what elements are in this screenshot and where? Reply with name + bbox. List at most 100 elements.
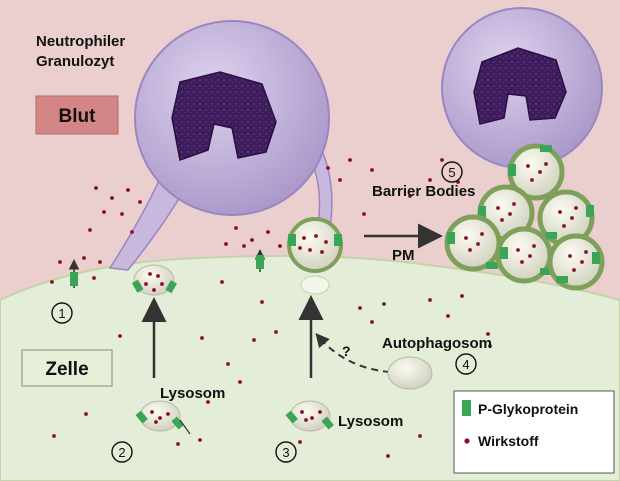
lysosome-left-label: Lysosom — [160, 385, 225, 402]
autophagosome-label: Autophagosom — [382, 335, 492, 352]
granulocyte-right — [441, 7, 603, 169]
drug-molecule — [50, 280, 54, 284]
drug-molecule — [516, 248, 520, 252]
granulocyte-label-line1: Neutrophiler — [36, 33, 125, 50]
drug-molecule — [428, 178, 432, 182]
drug-molecule — [584, 250, 588, 254]
lysosome-right-label: Lysosom — [338, 413, 403, 430]
drug-molecule — [118, 334, 122, 338]
drug-molecule — [130, 230, 134, 234]
svg-text:3: 3 — [282, 445, 289, 460]
drug-molecule — [572, 268, 576, 272]
drug-molecule — [260, 300, 264, 304]
drug-molecule — [304, 418, 308, 422]
drug-molecule — [488, 344, 492, 348]
drug-molecule — [310, 416, 314, 420]
cell-label: Zelle — [45, 359, 88, 380]
drug-molecule — [408, 194, 412, 198]
vesicle-exocytosis — [287, 217, 343, 295]
lysosome-left — [135, 400, 191, 435]
barrier-bodies-cluster — [444, 143, 605, 291]
drug-molecule — [338, 178, 342, 182]
svg-text:5: 5 — [448, 165, 455, 180]
drug-molecule — [538, 170, 542, 174]
drug-molecule — [52, 434, 56, 438]
drug-molecule — [152, 288, 156, 292]
autophagosome — [387, 356, 433, 390]
drug-molecule — [486, 332, 490, 336]
drug-molecule — [464, 236, 468, 240]
drug-molecule — [574, 206, 578, 210]
step-5: 5 — [441, 161, 463, 183]
lysosome-fusing — [131, 264, 177, 296]
cell-label-box — [21, 349, 113, 387]
drug-molecule — [110, 196, 114, 200]
drug-molecule — [476, 242, 480, 246]
drug-molecule — [98, 260, 102, 264]
svg-text:1: 1 — [58, 306, 65, 321]
drug-molecule — [512, 202, 516, 206]
drug-molecule — [88, 228, 92, 232]
drug-molecule — [300, 410, 304, 414]
drug-molecule — [358, 306, 362, 310]
drug-molecule — [126, 188, 130, 192]
lysosome-right — [285, 400, 334, 432]
drug-molecule — [302, 236, 306, 240]
drug-molecule — [102, 210, 106, 214]
legend-p-glycoprotein-label: P-Glykoprotein — [478, 401, 578, 417]
nucleus-right — [473, 47, 567, 125]
drug-molecule — [298, 246, 302, 250]
drug-molecule — [266, 230, 270, 234]
drug-molecule — [150, 410, 154, 414]
drug-molecule — [418, 434, 422, 438]
drug-molecule — [166, 412, 170, 416]
drug-molecule — [370, 320, 374, 324]
question-mark: ? — [342, 343, 351, 359]
legend-drug-label: Wirkstoff — [478, 433, 539, 449]
drug-molecule — [200, 336, 204, 340]
drug-molecule — [532, 244, 536, 248]
drug-molecule — [324, 240, 328, 244]
drug-molecule — [82, 256, 86, 260]
drug-molecule — [348, 158, 352, 162]
drug-molecule — [314, 234, 318, 238]
drug-molecule — [386, 454, 390, 458]
granulocyte-label-line2: Granulozyt — [36, 53, 114, 70]
drug-molecule — [92, 276, 96, 280]
drug-molecule — [206, 400, 210, 404]
drug-molecule — [234, 226, 238, 230]
drug-molecule — [120, 212, 124, 216]
drug-molecule — [318, 410, 322, 414]
svg-text:4: 4 — [462, 357, 469, 372]
drug-molecule — [238, 380, 242, 384]
drug-molecule — [428, 298, 432, 302]
drug-molecule — [242, 244, 246, 248]
legend-drug-symbol — [464, 438, 470, 444]
step-1: 1 — [51, 302, 73, 324]
drug-molecule — [468, 248, 472, 252]
drug-molecule — [570, 216, 574, 220]
blood-label-box — [35, 95, 119, 135]
drug-molecule — [94, 186, 98, 190]
drug-molecule — [446, 314, 450, 318]
drug-molecule — [148, 272, 152, 276]
p-glycoprotein-membrane — [70, 272, 78, 286]
drug-molecule — [278, 244, 282, 248]
drug-molecule — [520, 260, 524, 264]
pm-label: PM — [392, 247, 415, 264]
p-glycoprotein-membrane — [256, 255, 264, 269]
drug-molecule — [144, 282, 148, 286]
drug-molecule — [320, 250, 324, 254]
svg-text:2: 2 — [118, 445, 125, 460]
drug-molecule — [158, 416, 162, 420]
drug-molecule — [58, 260, 62, 264]
drug-molecule — [496, 206, 500, 210]
step-3: 3 — [275, 441, 297, 463]
drug-molecule — [568, 254, 572, 258]
drug-molecule — [176, 442, 180, 446]
drug-molecule — [226, 362, 230, 366]
drug-molecule — [160, 282, 164, 286]
drug-molecule — [500, 218, 504, 222]
